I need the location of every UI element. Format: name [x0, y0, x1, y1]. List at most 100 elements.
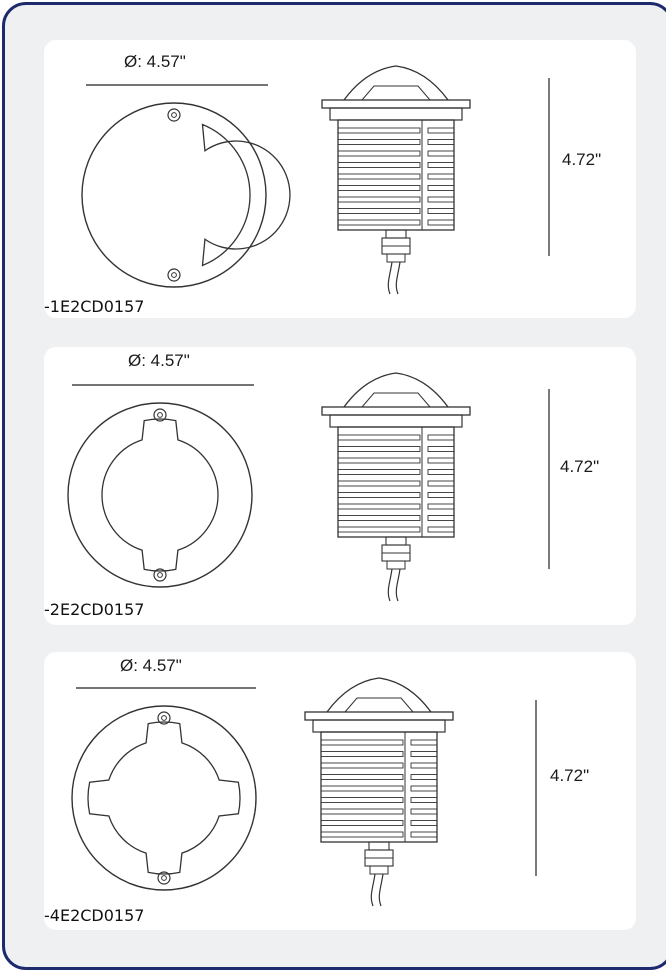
screw-head-icon — [171, 272, 177, 278]
cooling-fin — [337, 150, 421, 157]
cooling-fin — [320, 831, 404, 838]
cooling-fin — [410, 820, 438, 826]
cooling-fin — [427, 185, 455, 191]
cooling-fin — [337, 503, 421, 510]
aperture-outline — [87, 721, 241, 875]
top-view-drawing — [71, 677, 537, 907]
cooling-fin — [427, 492, 455, 498]
model-number: -2E2CD0157 — [44, 600, 145, 619]
cooling-fin — [427, 139, 455, 145]
cooling-fin — [410, 751, 438, 757]
cooling-fin — [427, 515, 455, 521]
cable — [378, 873, 384, 907]
screw-head-icon — [161, 875, 167, 881]
cooling-fin — [410, 774, 438, 780]
cooling-fin — [410, 762, 438, 769]
screw-head-icon — [171, 112, 177, 118]
diameter-label: Ø: 4.57" — [120, 656, 182, 675]
panel-4e2cd0157: Ø: 4.57" 4.72" — [44, 652, 636, 930]
height-label: 4.72" — [560, 457, 600, 476]
cooling-fin — [337, 196, 421, 203]
cooling-fin — [337, 480, 421, 487]
aperture-outline — [101, 418, 219, 572]
cooling-fin — [337, 127, 421, 134]
cooling-fin — [427, 446, 455, 452]
cooling-fin — [410, 831, 438, 838]
cooling-fin — [337, 492, 421, 498]
lens-window — [344, 697, 414, 713]
cooling-fin — [320, 785, 404, 792]
cooling-fin — [337, 515, 421, 521]
cooling-fin — [320, 820, 404, 826]
flange — [304, 711, 454, 721]
cooling-fin — [337, 208, 421, 214]
cooling-fin — [410, 785, 438, 792]
gland-nut — [369, 865, 389, 875]
cable — [370, 873, 376, 907]
cooling-fin — [427, 457, 455, 464]
cooling-fin — [410, 739, 438, 746]
cooling-fin — [410, 797, 438, 803]
flange — [321, 406, 471, 416]
flange — [321, 99, 471, 109]
lens-dome — [343, 65, 449, 101]
cooling-fin — [337, 457, 421, 464]
cooling-fin — [427, 127, 455, 134]
height-label: 4.72" — [562, 150, 602, 169]
cooling-fin — [337, 185, 421, 191]
cooling-fin — [337, 139, 421, 145]
cooling-fin — [410, 808, 438, 815]
gland-base — [385, 536, 407, 546]
lens-window — [361, 85, 431, 101]
cooling-fin — [427, 150, 455, 157]
panel-2e2cd0157: Ø: 4.57" 4.72" — [44, 347, 636, 625]
model-number: -1E2CD0157 — [44, 297, 145, 316]
cooling-fin — [320, 774, 404, 780]
cooling-fin — [427, 434, 455, 441]
cable — [387, 261, 393, 295]
cable — [395, 261, 401, 295]
cooling-fin — [427, 208, 455, 214]
cooling-fin — [337, 173, 421, 180]
cooling-fin — [337, 469, 421, 475]
top-view-drawing — [67, 372, 550, 602]
height-label: 4.72" — [550, 766, 590, 785]
lens-dome — [326, 677, 432, 713]
outer-ring — [67, 402, 253, 588]
diameter-label: Ø: 4.57" — [124, 52, 186, 71]
cooling-fin — [320, 739, 404, 746]
cooling-fin — [427, 503, 455, 510]
panel-1e2cd0157: Ø: 4.57" 4.72" — [44, 40, 636, 318]
screw-head-icon — [157, 572, 163, 578]
cooling-fin — [320, 762, 404, 769]
gland-nut — [386, 560, 406, 570]
collar — [312, 719, 446, 733]
screw-icon — [167, 108, 181, 122]
collar — [329, 107, 463, 121]
screw-icon — [153, 568, 167, 582]
cooling-fin — [337, 434, 421, 441]
cooling-fin — [337, 446, 421, 452]
cooling-fin — [427, 173, 455, 180]
model-number: -4E2CD0157 — [44, 906, 145, 925]
cooling-fin — [337, 526, 421, 533]
cooling-fin — [427, 219, 455, 226]
aperture-outline — [201, 123, 291, 267]
cable — [387, 568, 393, 602]
gland-nut — [386, 253, 406, 263]
lens-window — [361, 392, 431, 408]
cooling-fin — [320, 808, 404, 815]
outer-ring — [81, 102, 267, 288]
top-view-drawing — [81, 65, 550, 295]
outer-ring — [71, 705, 257, 891]
cooling-fin — [427, 480, 455, 487]
lens-dome — [343, 372, 449, 408]
screw-icon — [153, 408, 167, 422]
gland-base — [368, 841, 390, 851]
screw-head-icon — [161, 715, 167, 721]
cooling-fin — [427, 162, 455, 168]
cooling-fin — [320, 797, 404, 803]
cooling-fin — [320, 751, 404, 757]
screw-icon — [157, 871, 171, 885]
cooling-fin — [427, 469, 455, 475]
